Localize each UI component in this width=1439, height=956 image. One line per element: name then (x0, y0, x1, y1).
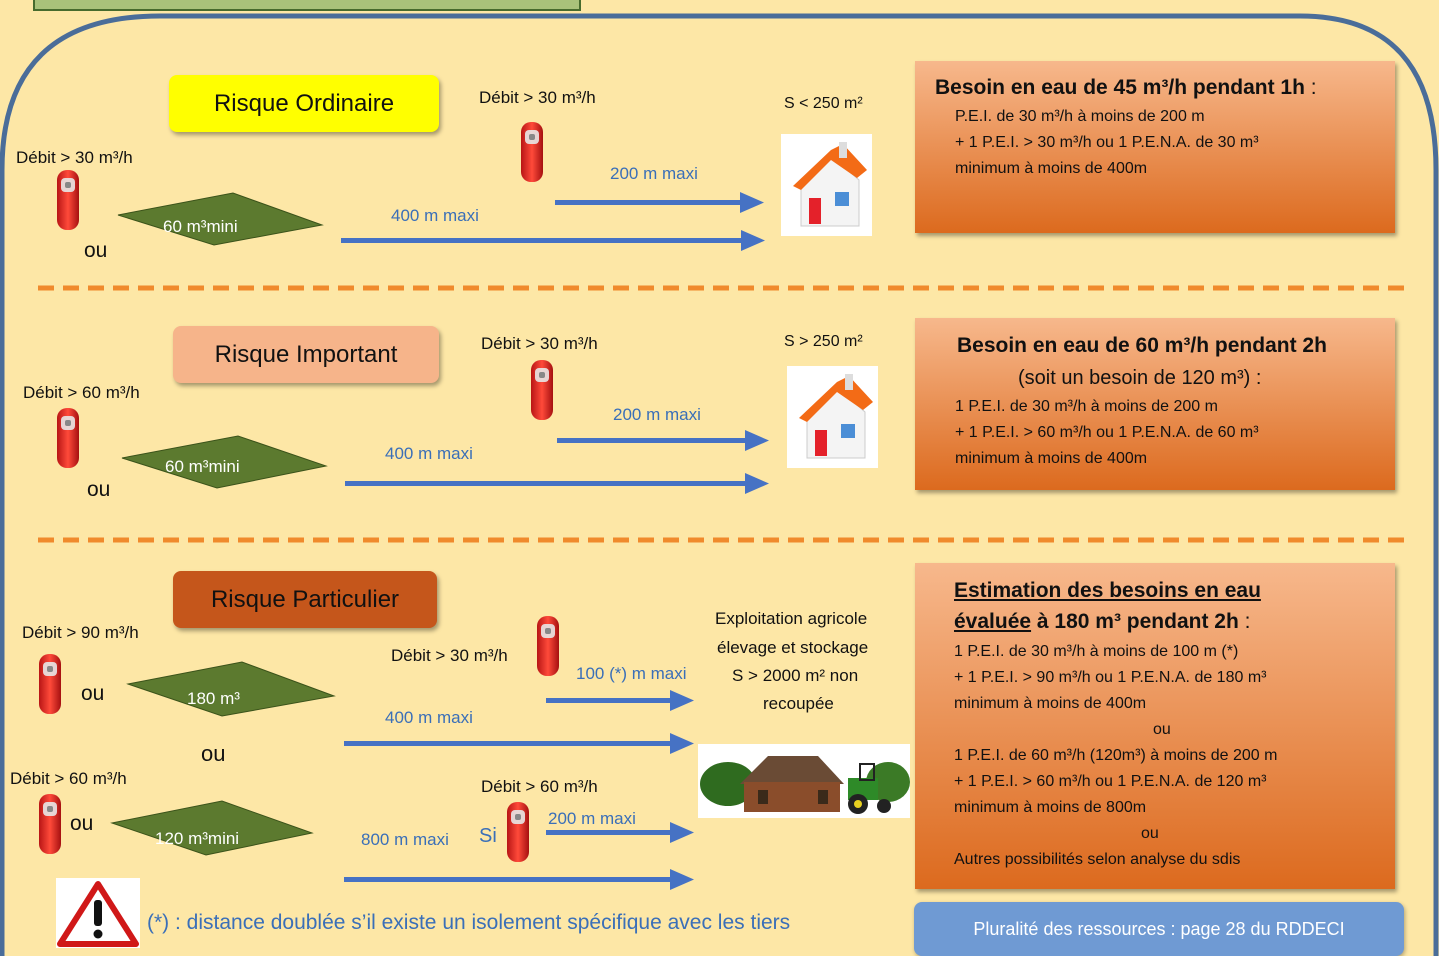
near-distance-label: 200 m maxi (613, 405, 701, 424)
risk-label-ordinaire: Risque Ordinaire (169, 75, 439, 132)
needs-box-ordinaire: Besoin en eau de 45 m³/h pendant 1h : P.… (915, 61, 1395, 233)
hydrant-icon (531, 360, 553, 420)
ou-label: ou (201, 741, 226, 766)
needs-box-title: Estimation des besoins en eau (954, 579, 1261, 602)
hydrant-icon (39, 794, 61, 854)
pad-label: 60 m³mini (165, 457, 240, 476)
surface-label: S < 250 m² (784, 95, 863, 112)
needs-box-line: ou (1153, 721, 1171, 738)
arrow-near-3 (546, 690, 694, 711)
needs-box-line: 1 P.E.I. de 30 m³/h à moins de 200 m (955, 398, 1218, 415)
hydrant-icon (57, 408, 79, 468)
farm-label-line: S > 2000 m² non (732, 666, 859, 685)
left-debit-label: Débit > 90 m³/h (22, 623, 139, 642)
top-tab (33, 0, 581, 11)
footnote: (*) : distance doublée s’il existe un is… (147, 911, 791, 934)
left-debit-label: Débit > 60 m³/h (23, 383, 140, 402)
near-distance-label: 200 m maxi (548, 809, 636, 828)
near-debit-label: Débit > 60 m³/h (481, 777, 598, 796)
house-icon (787, 366, 878, 468)
arrow-far-4 (344, 869, 694, 890)
surface-label: S > 250 m² (784, 333, 863, 350)
needs-box-line: Autres possibilités selon analyse du sdi… (954, 851, 1241, 868)
far-distance-label: 800 m maxi (361, 830, 449, 849)
footer-button[interactable]: Pluralité des ressources : page 28 du RD… (914, 902, 1404, 956)
left-debit-label: Débit > 30 m³/h (16, 148, 133, 167)
needs-box-title: Besoin en eau de 45 m³/h pendant 1h (935, 76, 1305, 99)
farm-label-line: élevage et stockage (717, 638, 869, 657)
hydrant-icon (57, 170, 79, 230)
main-frame (0, 13, 1439, 956)
needs-box-line: minimum à moins de 400m (954, 695, 1147, 712)
needs-box-subtitle: (soit un besoin de 120 m³) : (1018, 367, 1262, 389)
farm-icon (698, 744, 910, 818)
needs-box-line: P.E.I. de 30 m³/h à moins de 200 m (955, 108, 1205, 125)
arrow-near-1 (555, 192, 764, 213)
risk-label-important: Risque Important (173, 326, 439, 383)
needs-box-line: 1 P.E.I. de 60 m³/h (120m³) à moins de 2… (954, 747, 1278, 764)
needs-box-line: minimum à moins de 800m (954, 799, 1147, 816)
house-icon (781, 134, 872, 236)
pad-label: 180 m³ (187, 689, 240, 708)
warning-icon (56, 878, 140, 948)
arrow-far-1 (341, 230, 765, 251)
near-distance-label: 100 (*) m maxi (576, 664, 687, 683)
near-debit-label: Débit > 30 m³/h (481, 334, 598, 353)
ou-label: ou (81, 682, 105, 705)
pad-label: 60 m³mini (163, 217, 238, 236)
reservoir-pad-1 (117, 192, 324, 246)
reservoir-pad-3 (126, 661, 336, 717)
needs-box-title: Besoin en eau de 60 m³/h pendant 2h (957, 334, 1327, 357)
needs-box-title-underlined: évaluée (954, 610, 1032, 633)
hydrant-icon (521, 122, 543, 182)
ou-label: ou (84, 239, 108, 262)
near-distance-label: 200 m maxi (610, 164, 698, 183)
farm-label-line: Exploitation agricole (715, 609, 868, 628)
arrow-near-2 (557, 430, 769, 451)
hydrant-icon (39, 654, 61, 714)
reservoir-pad-4 (110, 800, 314, 856)
left-debit-label: Débit > 60 m³/h (10, 769, 127, 788)
si-label: Si (479, 825, 497, 847)
needs-box-line: + 1 P.E.I. > 30 m³/h ou 1 P.E.N.A. de 30… (955, 134, 1259, 151)
needs-box-line: + 1 P.E.I. > 90 m³/h ou 1 P.E.N.A. de 18… (954, 669, 1267, 686)
far-distance-label: 400 m maxi (391, 206, 479, 225)
pad-label: 120 m³mini (155, 829, 240, 848)
needs-box-line: ou (1141, 825, 1159, 842)
needs-box-title-suffix: : (1238, 610, 1251, 633)
needs-box-important: Besoin en eau de 60 m³/h pendant 2h (soi… (915, 318, 1395, 490)
needs-box-particulier: Estimation des besoins en eau évaluée à … (915, 563, 1395, 889)
needs-box-line: + 1 P.E.I. > 60 m³/h ou 1 P.E.N.A. de 60… (955, 424, 1259, 441)
risk-label-particulier: Risque Particulier (173, 571, 437, 628)
needs-box-line: minimum à moins de 400m (955, 450, 1148, 467)
needs-box-line: 1 P.E.I. de 30 m³/h à moins de 100 m (*) (954, 643, 1239, 660)
ou-label: ou (87, 478, 111, 501)
reservoir-pad-2 (121, 435, 328, 489)
arrow-near-4 (546, 822, 694, 843)
needs-box-title-suffix: : (1304, 76, 1317, 99)
needs-box-title-rest: à 180 m³ pendant 2h (1031, 610, 1239, 633)
ou-label: ou (70, 812, 94, 835)
needs-box-line: + 1 P.E.I. > 60 m³/h ou 1 P.E.N.A. de 12… (954, 773, 1267, 790)
farm-label-line: recoupée (763, 694, 834, 713)
near-debit-label: Débit > 30 m³/h (391, 646, 508, 665)
hydrant-icon (537, 616, 559, 676)
near-debit-label: Débit > 30 m³/h (479, 88, 596, 107)
needs-box-line: minimum à moins de 400m (955, 160, 1148, 177)
far-distance-label: 400 m maxi (385, 708, 473, 727)
arrow-far-3 (344, 733, 694, 754)
hydrant-icon (507, 802, 529, 862)
arrow-far-2 (345, 473, 769, 494)
far-distance-label: 400 m maxi (385, 444, 473, 463)
